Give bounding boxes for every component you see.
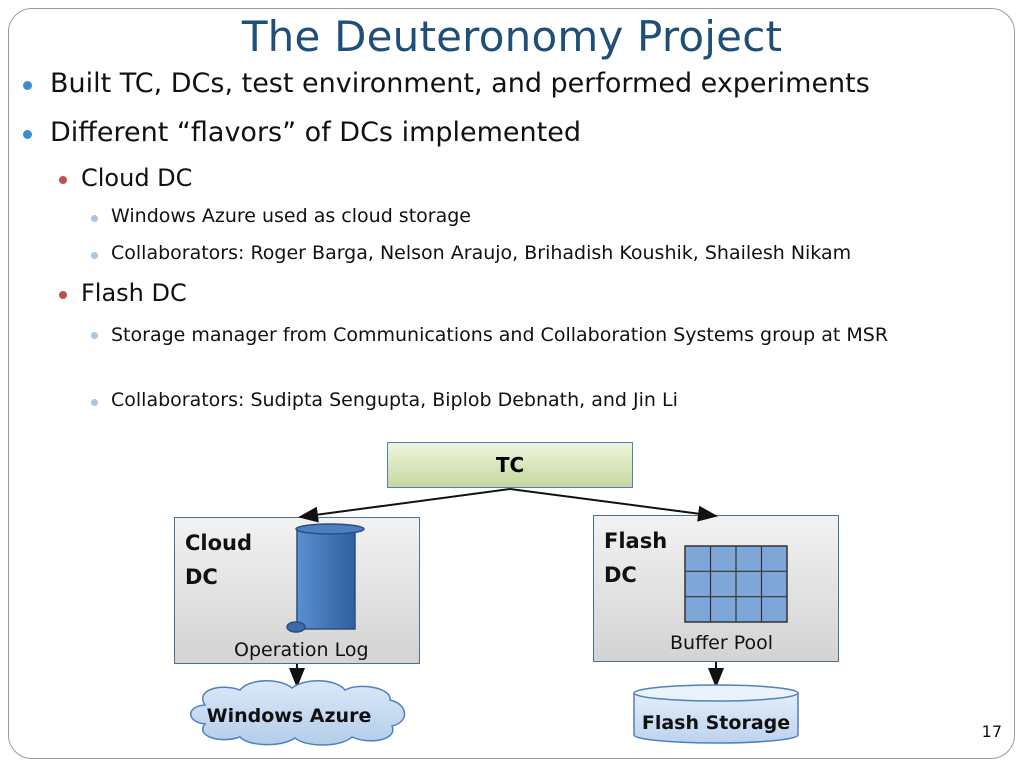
bullet-cloud-collaborators: Collaborators: Roger Barga, Nelson Arauj… [91,242,852,264]
bullet-text: Different “flavors” of DCs implemented [50,117,581,148]
bullet-text: Windows Azure used as cloud storage [111,205,471,227]
bullet-text: Storage manager from Communications and … [111,324,889,346]
bullet-dot [59,176,67,184]
bullet-dot [23,81,32,90]
flash-dc-label-line2: DC [604,563,637,587]
tc-label: TC [495,453,525,477]
bullet-dot [91,252,98,259]
tc-box: TC [387,442,633,488]
bullet-text: Collaborators: Sudipta Sengupta, Biplob … [111,389,678,411]
bullet-dot [91,399,98,406]
bullet-flash-collaborators: Collaborators: Sudipta Sengupta, Biplob … [91,389,678,411]
flash-storage-label: Flash Storage [642,712,790,734]
windows-azure-cloud-icon [190,680,406,746]
bullet-text: Cloud DC [81,164,193,192]
bullet-dot [23,130,32,139]
bullet-storage-manager: Storage manager from Communications and … [91,322,1001,348]
flash-dc-label-line1: Flash [604,529,668,553]
bullet-cloud-dc: Cloud DC [59,164,193,192]
flash-storage-cylinder-icon [633,684,799,744]
bullet-flash-dc: Flash DC [59,279,187,307]
bullet-built-tc: Built TC, DCs, test environment, and per… [23,68,870,99]
cloud-dc-label-line2: DC [185,565,218,589]
operation-log-scroll-icon [286,523,365,633]
bullet-text: Flash DC [81,279,187,307]
bullet-cloud-storage: Windows Azure used as cloud storage [91,205,471,227]
page-number: 17 [981,722,1002,741]
buffer-pool-label: Buffer Pool [670,632,774,654]
bullet-text: Collaborators: Roger Barga, Nelson Arauj… [111,242,852,264]
tc-to-cloud-dc-arrow [298,488,511,523]
cloud-dc-label: Cloud DC [185,526,252,594]
flash-dc-label: Flash DC [604,524,667,592]
bullet-dot [59,291,67,299]
buffer-pool-grid-icon [684,545,788,623]
cloud-dc-label-line1: Cloud [185,531,253,555]
bullet-dc-flavors: Different “flavors” of DCs implemented [23,117,581,148]
bullet-dot [91,215,98,222]
bullet-dot [91,332,98,339]
slide-title: The Deuteronomy Project [241,12,783,61]
slide-frame [8,8,1015,759]
tc-to-flash-dc-arrow [509,488,718,522]
bullet-text: Built TC, DCs, test environment, and per… [50,68,870,99]
operation-log-label: Operation Log [234,639,369,661]
windows-azure-label: Windows Azure [207,705,372,727]
